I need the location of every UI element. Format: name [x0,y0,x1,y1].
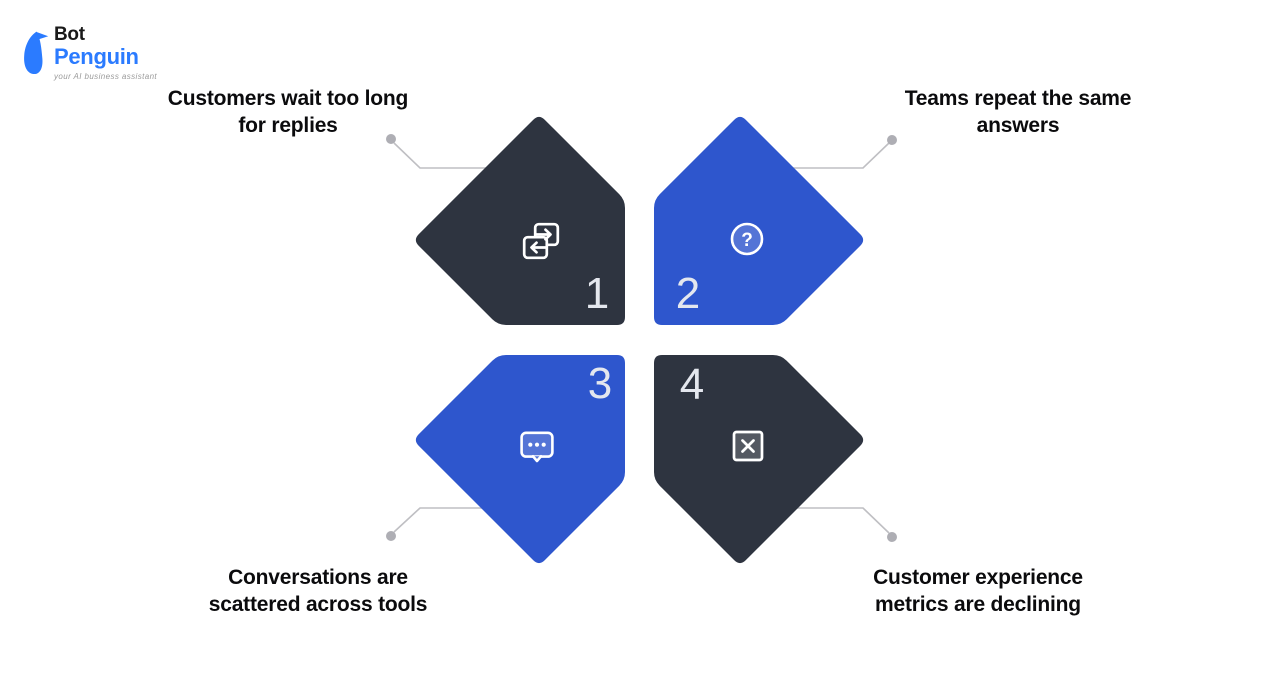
step-2-shape [654,116,864,325]
close-square-icon [731,429,765,468]
connector-top-right [785,135,897,169]
step-1-number: 1 [584,269,610,318]
chat-bubble-icon [519,429,555,470]
connector-bottom-left [386,507,495,541]
step-3-label: Conversations are scattered across tools [208,566,428,616]
step-2-label: Teams repeat the same answers [904,87,1132,137]
connector-bottom-right [790,507,897,542]
step-3-number: 3 [587,359,613,408]
question-circle-icon: ? [728,220,766,263]
step-3-shape [415,355,625,564]
step-1-label: Customers wait too long for replies [167,87,409,137]
botpenguin-logo: Bot Penguin your AI business assistant [16,24,186,84]
brand-name-bot: Bot [54,24,85,45]
step-2-number: 2 [675,269,701,318]
svg-text:?: ? [741,230,753,251]
connector-top-left [386,134,500,169]
step-4-label: Customer experience metrics are declinin… [873,566,1083,616]
step-4-number: 4 [679,360,705,409]
step-1-shape [415,116,625,325]
penguin-icon [24,31,49,75]
brand-tagline: your AI business assistant [54,72,158,81]
swap-icon [521,221,561,266]
brand-name-penguin: Penguin [54,44,139,69]
